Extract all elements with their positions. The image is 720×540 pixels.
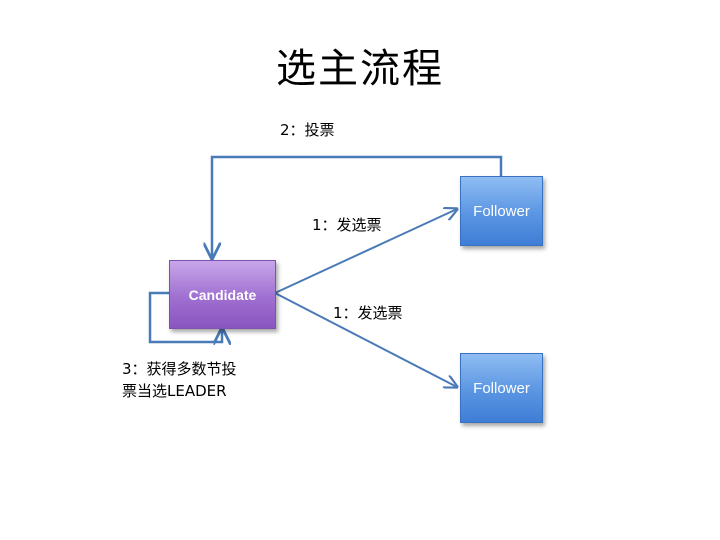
- vote-arrow: [212, 155, 503, 258]
- candidate-node: Candidate: [169, 260, 276, 329]
- page-title: 选主流程: [276, 46, 444, 92]
- send-vote-label-bottom: 1：发选票: [333, 304, 403, 322]
- candidate-label: Candidate: [188, 286, 257, 303]
- send-vote-label-top: 1：发选票: [312, 216, 382, 234]
- follower-node-top: Follower: [460, 176, 543, 246]
- send-vote-arrow-top: [274, 209, 457, 294]
- follower-bottom-label: Follower: [473, 379, 530, 397]
- follower-top-label: Follower: [473, 202, 530, 220]
- vote-label: 2：投票: [280, 121, 335, 139]
- follower-node-bottom: Follower: [460, 353, 543, 423]
- win-label-line2: 票当选LEADER: [122, 382, 227, 400]
- win-label-line1: 3：获得多数节投: [122, 360, 237, 378]
- send-vote-arrow-bottom: [274, 292, 457, 387]
- win-election-label: 3：获得多数节投 票当选LEADER: [122, 358, 272, 402]
- self-loop-arrow: [148, 291, 222, 342]
